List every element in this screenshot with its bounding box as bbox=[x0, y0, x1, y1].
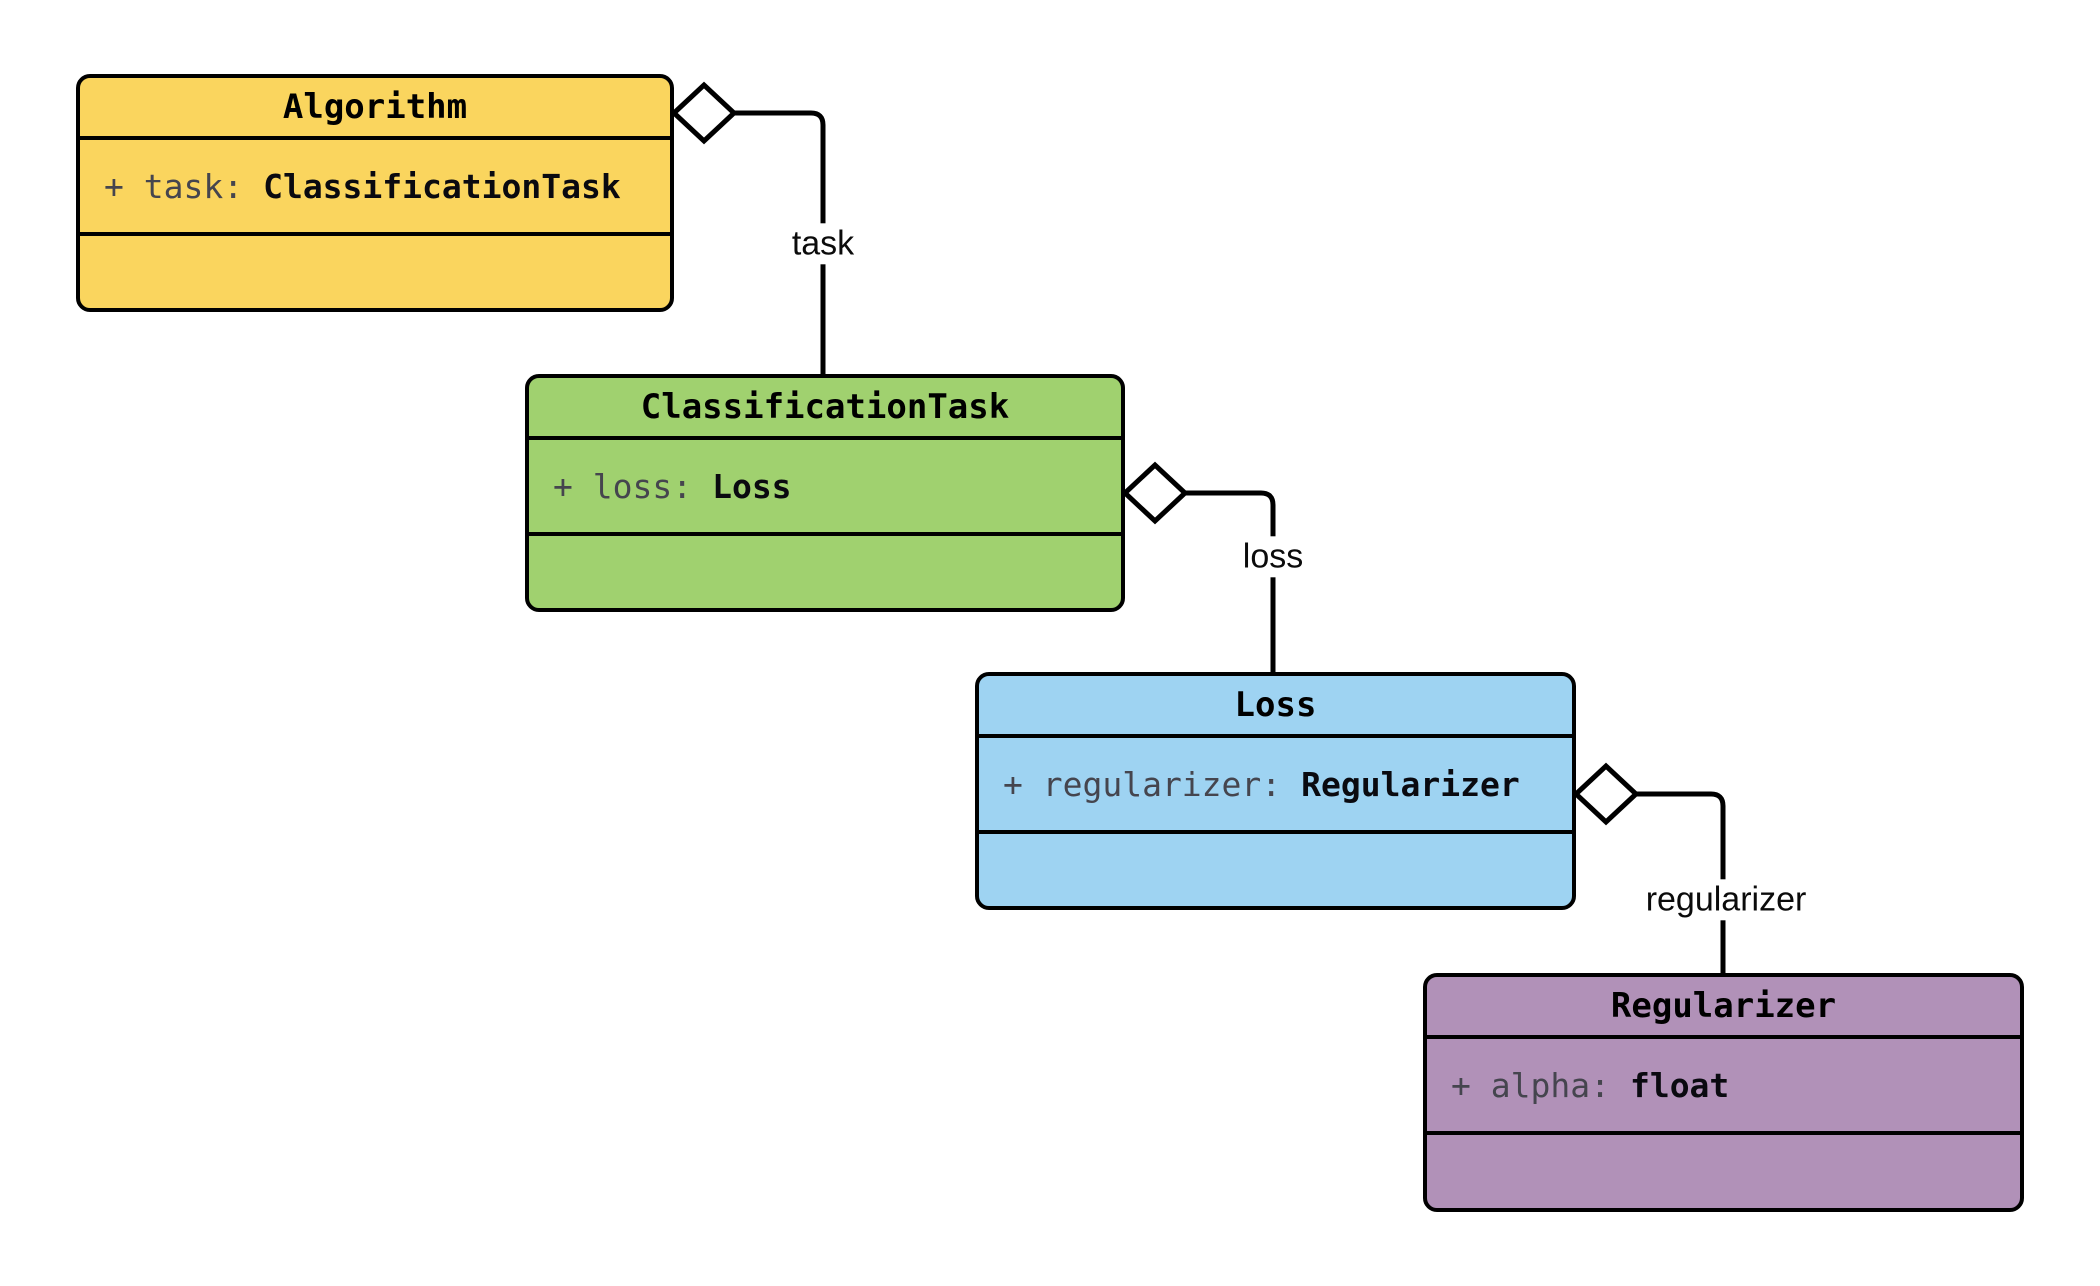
class-methods-empty bbox=[979, 834, 1572, 906]
aggregation-diamond-loss bbox=[1121, 461, 1189, 525]
class-box-loss: Loss + regularizer: Regularizer bbox=[975, 672, 1576, 910]
class-methods-empty bbox=[1427, 1135, 2020, 1208]
edge-regularizer bbox=[1636, 791, 1726, 975]
attribute-type: Loss bbox=[712, 466, 792, 506]
class-box-algorithm: Algorithm + task: ClassificationTask bbox=[76, 74, 674, 312]
class-attributes-row: + alpha: float bbox=[1427, 1039, 2020, 1135]
attribute-type: Regularizer bbox=[1301, 764, 1520, 804]
class-methods-empty bbox=[529, 536, 1121, 608]
aggregation-diamond-task bbox=[670, 81, 738, 145]
class-methods-empty bbox=[80, 236, 670, 308]
edge-label-loss: loss bbox=[1234, 536, 1312, 578]
class-attributes-row: + task: ClassificationTask bbox=[80, 140, 670, 236]
attribute-name: + regularizer: bbox=[1003, 764, 1282, 804]
aggregation-diamond-regularizer bbox=[1572, 762, 1640, 826]
class-title: Loss bbox=[979, 676, 1572, 738]
class-attributes-row: + loss: Loss bbox=[529, 440, 1121, 536]
edge-label-task: task bbox=[783, 223, 863, 265]
attribute-type: ClassificationTask bbox=[263, 166, 621, 206]
class-attributes-row: + regularizer: Regularizer bbox=[979, 738, 1572, 834]
class-title: Algorithm bbox=[80, 78, 670, 140]
edge-label-regularizer: regularizer bbox=[1637, 879, 1815, 921]
attribute-type: float bbox=[1629, 1065, 1730, 1105]
edge-task bbox=[734, 110, 826, 376]
class-box-classificationtask: ClassificationTask + loss: Loss bbox=[525, 374, 1125, 612]
attribute-name: + loss: bbox=[553, 466, 693, 506]
class-title: Regularizer bbox=[1427, 977, 2020, 1039]
attribute-name: + task: bbox=[104, 166, 244, 206]
attribute-name: + alpha: bbox=[1451, 1065, 1610, 1105]
edge-loss bbox=[1185, 490, 1276, 674]
class-box-regularizer: Regularizer + alpha: float bbox=[1423, 973, 2024, 1212]
class-title: ClassificationTask bbox=[529, 378, 1121, 440]
